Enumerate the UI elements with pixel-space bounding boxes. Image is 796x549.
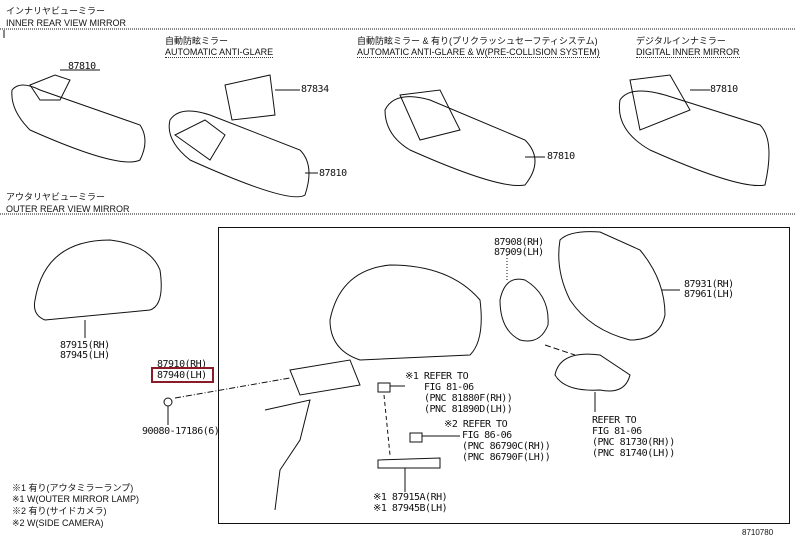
group-en: AUTOMATIC ANTI-GLARE & W(PRE-COLLISION S… (357, 47, 600, 58)
note: ※2 有り(サイドカメラ) (12, 506, 107, 516)
part-number[interactable]: ※1 87945B(LH) (373, 503, 448, 514)
ref-text: REFER TO (592, 415, 637, 426)
group-jp: デジタルインナミラー (636, 36, 726, 46)
part-number[interactable]: 87945(LH) (60, 350, 110, 361)
ref-text: ※1 REFER TO (405, 371, 469, 382)
ref-link[interactable]: FIG 81-06 (424, 382, 474, 393)
ref-text: (PNC 81890D(LH)) (424, 404, 513, 415)
actuator-drawing (499, 255, 576, 356)
note: ※2 W(SIDE CAMERA) (12, 518, 104, 528)
inner-title-jp: インナリヤビューミラー (6, 6, 106, 16)
part-number[interactable]: 87961(LH) (684, 289, 734, 300)
ref-text: (PNC 81880F(RH)) (424, 393, 513, 404)
ref-text: (PNC 81730(RH)) (592, 437, 675, 448)
ref-text: (PNC 86790F(LH)) (462, 452, 551, 463)
ref-text: (PNC 86790C(RH)) (462, 441, 551, 452)
mirror-glass-drawing (558, 231, 680, 341)
ref-link[interactable]: FIG 86-06 (462, 430, 512, 441)
group-jp: 自動防眩ミラー (165, 36, 229, 46)
part-number[interactable]: 87908(RH) (494, 237, 544, 248)
part-number[interactable]: 87909(LH) (494, 247, 544, 258)
ref-text: ※2 REFER TO (444, 419, 508, 430)
mirror-assy-drawing (163, 264, 482, 511)
part-number[interactable]: 90080-17186(6) (142, 426, 220, 437)
ref-link[interactable]: FIG 81-06 (592, 426, 642, 437)
part-number[interactable]: 87915(RH) (60, 340, 110, 351)
note: ※1 W(OUTER MIRROR LAMP) (12, 494, 140, 504)
group-jp: 自動防眩ミラー & 有り(プリクラッシュセーフティシステム) (357, 36, 598, 46)
part-number[interactable]: 87810 (319, 168, 347, 179)
part-number[interactable]: ※1 87915A(RH) (373, 492, 448, 503)
note: ※1 有り(アウタミラーランプ) (12, 483, 134, 493)
part-number[interactable]: 87834 (301, 84, 329, 95)
figure-code: 8710780 (742, 528, 774, 537)
outer-title-en: OUTER REAR VIEW MIRROR (6, 204, 130, 214)
auto-antiglare-mirror-drawing (168, 74, 318, 198)
group-en: DIGITAL INNER MIRROR (636, 47, 740, 58)
highlight-box (151, 367, 214, 383)
part-number-highlighted[interactable]: 87940(LH) (157, 370, 207, 381)
inner-title-en: INNER REAR VIEW MIRROR (6, 18, 127, 28)
outer-mirror-detail-frame (218, 227, 790, 524)
mirror-cover-drawing (34, 239, 162, 338)
part-number[interactable]: 87910(RH) (157, 359, 207, 370)
turn-lamp-drawing (554, 353, 631, 412)
part-number[interactable]: 87810 (547, 151, 575, 162)
outer-title-jp: アウタリヤビューミラー (6, 192, 106, 202)
part-number[interactable]: 87810 (710, 84, 738, 95)
inner-mirror-drawing (11, 69, 146, 163)
lamp-camera-base-drawing (377, 382, 460, 492)
precollision-mirror-drawing (384, 89, 545, 187)
ref-text: (PNC 81740(LH)) (592, 448, 675, 459)
part-number[interactable]: 87931(RH) (684, 279, 734, 290)
part-number[interactable]: 87810 (68, 61, 96, 72)
digital-mirror-drawing (618, 74, 770, 187)
group-en: AUTOMATIC ANTI-GLARE (165, 47, 274, 58)
